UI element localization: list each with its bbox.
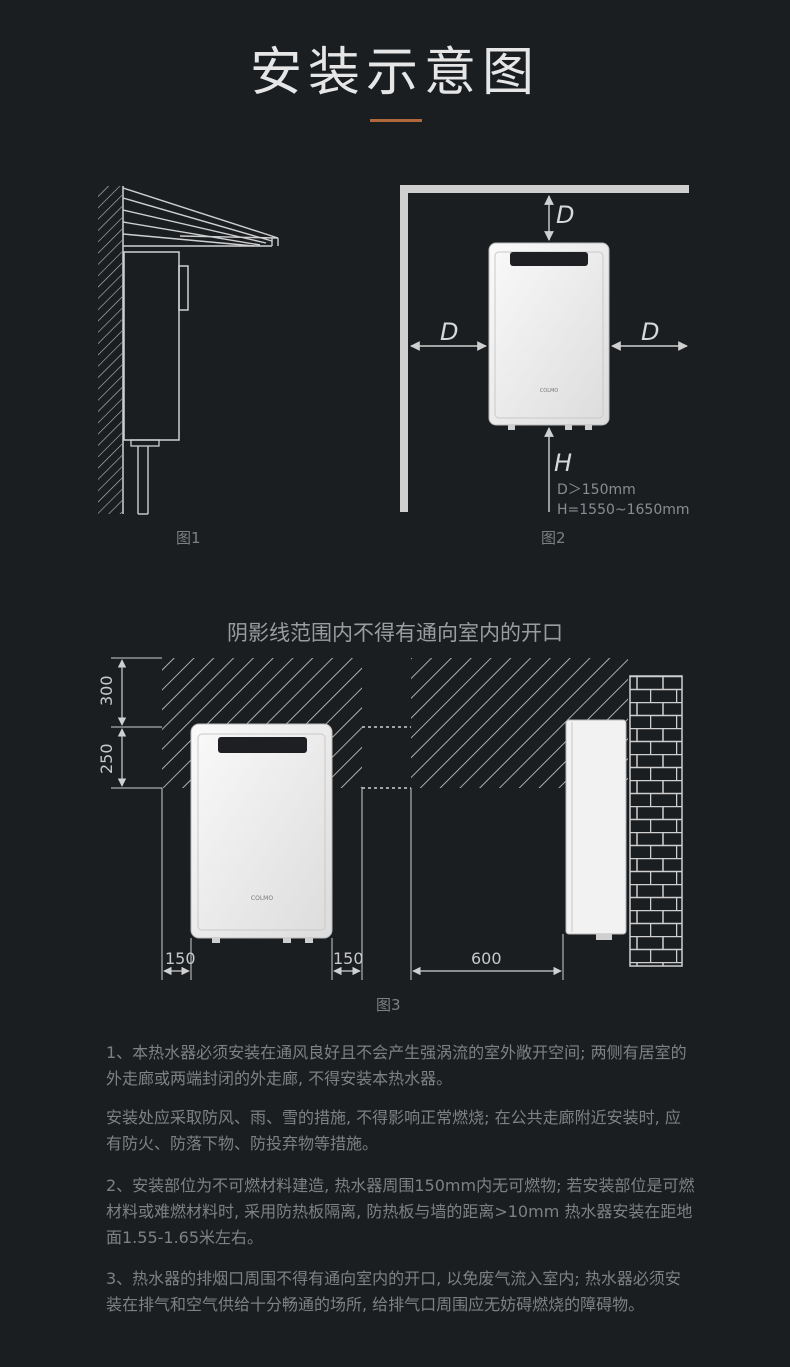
dim-250: 250 [97, 743, 116, 774]
figure-2-label: 图2 [541, 529, 566, 547]
spec-h: H=1550~1650mm [557, 502, 690, 518]
dim-h: H [554, 449, 572, 477]
page-title: 安装示意图 [249, 43, 540, 103]
figure-3: 300 250 COLMO 150 150 600 [97, 657, 683, 980]
heater-front-view [190, 723, 333, 939]
dim-600: 600 [471, 949, 502, 968]
exhaust-vent [218, 737, 307, 753]
figure-3-label: 图3 [376, 996, 401, 1014]
title-accent-bar [370, 119, 422, 122]
brand-logo: COLMO [540, 388, 559, 394]
heater-front-view [488, 242, 610, 426]
rain-canopy [122, 187, 279, 247]
brand-logo: COLMO [251, 895, 273, 902]
dim-150-left: 150 [165, 949, 196, 968]
dim-d-right: D [641, 318, 659, 346]
spec-d: D＞150mm [557, 482, 636, 498]
figure-3-caption: 阴影线范围内不得有通向室内的开口 [227, 621, 563, 645]
dim-300: 300 [97, 675, 116, 706]
heater-side-view [565, 719, 627, 935]
figure-1-label: 图1 [176, 529, 201, 547]
dim-d-top: D [556, 201, 574, 229]
note-1: 1、本热水器必须安装在通风良好且不会产生强涡流的室外敞开空间; 两侧有居室的外走… [106, 1043, 687, 1088]
exhaust-vent [510, 252, 588, 266]
brick-wall [629, 675, 683, 967]
dim-150-right: 150 [333, 949, 364, 968]
note-3: 3、热水器的排烟口周围不得有通向室内的开口, 以免废气流入室内; 热水器必须安装… [106, 1269, 681, 1314]
wall-hatch [98, 186, 122, 514]
heater-side-view [123, 251, 180, 441]
note-2: 2、安装部位为不可燃材料建造, 热水器周围150mm内无可燃物; 若安装部位是可… [106, 1176, 695, 1247]
note-1b: 安装处应采取防风、雨、雪的措施, 不得影响正常燃烧; 在公共走廊附近安装时, 应… [106, 1108, 681, 1153]
dim-d-left: D [440, 318, 458, 346]
figure-1 [98, 186, 279, 515]
figure-2: COLMO D D D H D＞150mm H=1550~1650mm [400, 185, 690, 518]
